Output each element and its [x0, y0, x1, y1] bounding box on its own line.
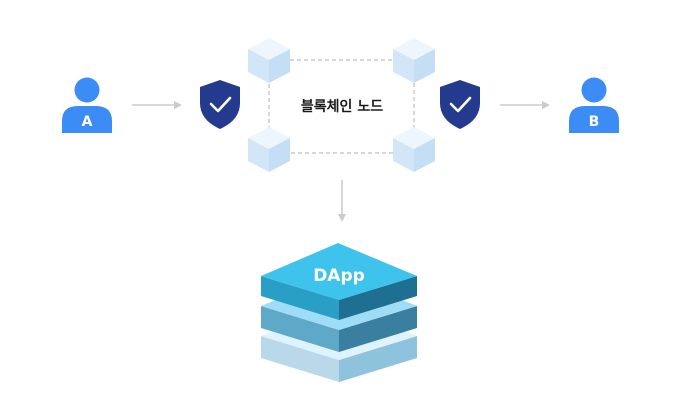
- user-a-icon: A: [62, 77, 112, 133]
- cube-icon-bottom-right: [393, 127, 435, 172]
- node-label: 블록체인 노드: [301, 98, 383, 115]
- cube-icon-bottom-left: [248, 127, 290, 172]
- node-dashed-frame: [268, 59, 415, 154]
- cube-icon-top-right: [393, 38, 435, 83]
- dapp-stack-icon: DApp: [261, 243, 417, 382]
- cube-icon-top-left: [248, 38, 290, 83]
- user-b-label: B: [589, 114, 600, 130]
- shield-check-icon-right: [440, 80, 480, 129]
- user-b-icon: B: [569, 77, 619, 133]
- user-a-label: A: [82, 114, 93, 130]
- dapp-label: DApp: [313, 266, 365, 286]
- dapp-layer-top: [261, 243, 417, 320]
- shield-check-icon-left: [200, 80, 240, 129]
